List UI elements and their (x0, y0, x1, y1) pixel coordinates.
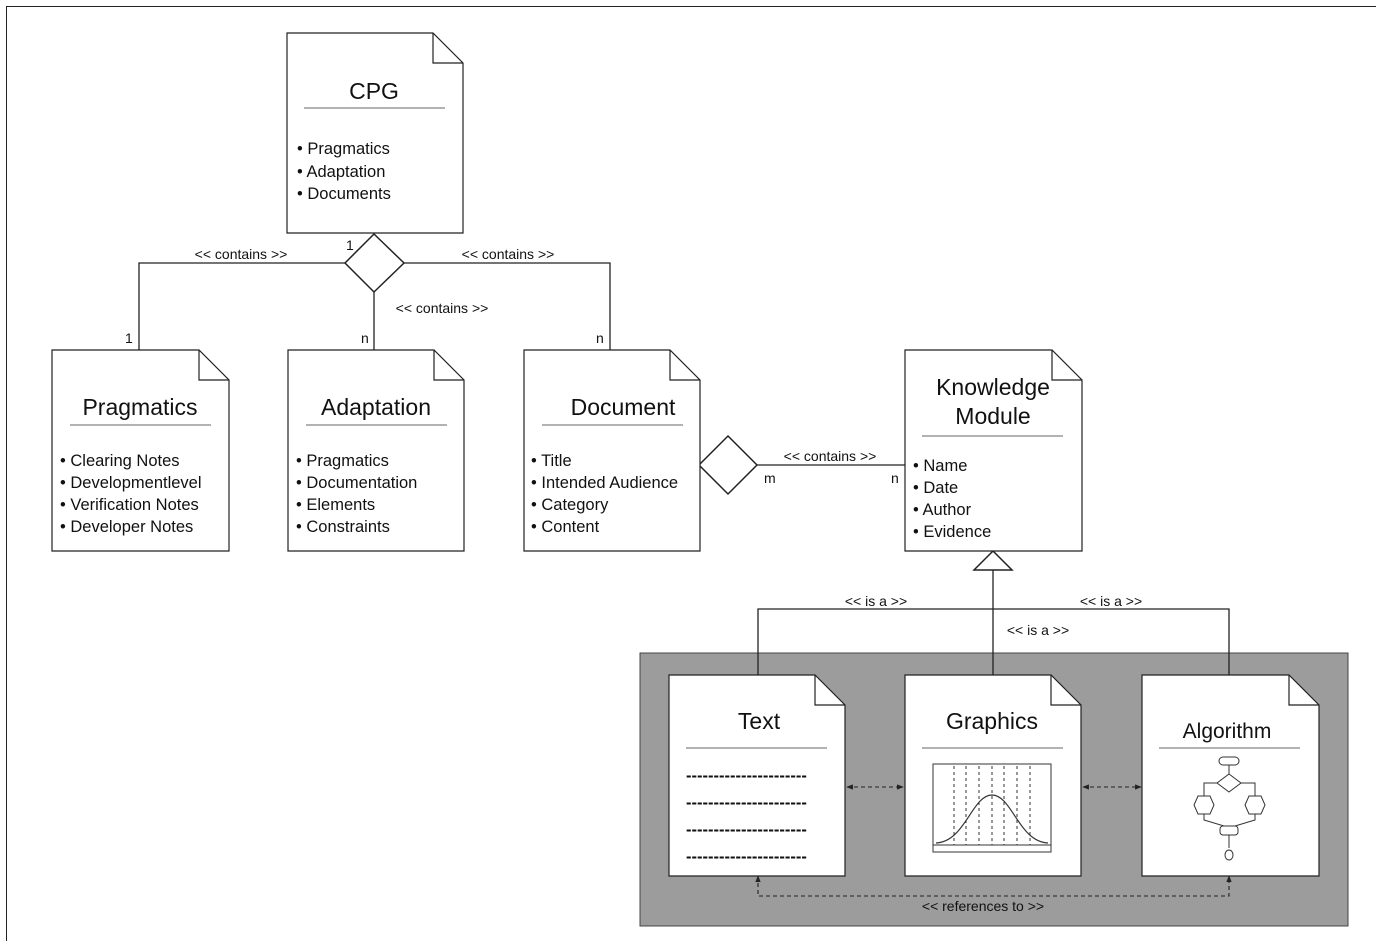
relation-label: << references to >> (922, 898, 1044, 914)
multiplicity: n (891, 470, 899, 486)
adaptation-attr: Pragmatics (306, 452, 389, 470)
cpg-attr: Pragmatics (307, 140, 390, 158)
bell-curve-icon (932, 763, 1052, 853)
relation-label: << contains >> (462, 246, 555, 262)
relation-label: << contains >> (195, 246, 288, 262)
cpg-box: CPG • Pragmatics • Adaptation • Document… (286, 32, 464, 234)
svg-text:• Documentation: • Documentation (296, 474, 417, 492)
svg-text:• Verification Notes: • Verification Notes (60, 496, 199, 514)
multiplicity: n (361, 330, 369, 346)
flowchart-icon (1193, 756, 1266, 861)
relation-label: << contains >> (784, 448, 877, 464)
svg-text:• Name: • Name (913, 457, 967, 475)
multiplicity: m (764, 470, 776, 486)
pragmatics-attr: Clearing Notes (70, 452, 179, 470)
text-title: Text (738, 708, 781, 734)
adaptation-attr: Elements (306, 496, 375, 514)
document-attr: Intended Audience (541, 474, 678, 492)
adaptation-box: Adaptation • Pragmatics • Documentation … (287, 349, 465, 552)
svg-text:• Pragmatics: • Pragmatics (296, 452, 389, 470)
knowledge-module-attr: Author (922, 501, 971, 519)
knowledge-module-attr: Name (923, 457, 967, 475)
svg-text:• Elements: • Elements (296, 496, 375, 514)
text-line: ---------------------- (686, 821, 807, 839)
pragmatics-attr: Developmentlevel (70, 474, 201, 492)
knowledge-module-title-line2: Module (955, 403, 1030, 429)
document-box: Document • Title • Intended Audience • C… (523, 349, 701, 552)
document-attr: Content (541, 518, 599, 536)
text-line: ---------------------- (686, 848, 807, 866)
algorithm-title: Algorithm (1183, 720, 1272, 743)
svg-text:• Category: • Category (531, 496, 609, 514)
multiplicity: 1 (125, 330, 133, 346)
svg-text:• Clearing Notes: • Clearing Notes (60, 452, 180, 470)
generalization-triangle (972, 549, 1014, 571)
document-title: Document (571, 394, 676, 420)
document-attr: Title (541, 452, 572, 470)
document-attr: Category (541, 496, 609, 514)
text-line: ---------------------- (686, 767, 807, 785)
svg-text:• Developmentlevel: • Developmentlevel (60, 474, 202, 492)
svg-text:• Evidence: • Evidence (913, 523, 991, 541)
svg-text:• Pragmatics: • Pragmatics (297, 140, 390, 158)
adaptation-attr: Constraints (306, 518, 389, 536)
svg-text:• Title: • Title (531, 452, 572, 470)
pragmatics-attr: Developer Notes (70, 518, 193, 536)
adaptation-attr: Documentation (306, 474, 417, 492)
text-box: Text ---------------------- ------------… (668, 674, 846, 877)
knowledge-module-title-line1: Knowledge (936, 374, 1050, 400)
cpg-attr: Documents (307, 185, 390, 203)
knowledge-module-box: Knowledge Module • Name • Date • Author … (904, 349, 1083, 552)
connectors (138, 262, 1230, 675)
multiplicity: n (596, 330, 604, 346)
diagram-frame (6, 6, 1376, 941)
svg-text:• Author: • Author (913, 501, 972, 519)
svg-text:• Constraints: • Constraints (296, 518, 390, 536)
cpg-title: CPG (349, 78, 399, 104)
knowledge-module-attr: Date (923, 479, 958, 497)
svg-text:• Developer Notes: • Developer Notes (60, 518, 193, 536)
text-line: ---------------------- (686, 794, 807, 812)
document-aggregation-diamond (697, 434, 759, 496)
algorithm-box: Algorithm (1141, 674, 1320, 877)
multiplicity: 1 (346, 237, 354, 253)
pragmatics-box: Pragmatics • Clearing Notes • Developmen… (51, 349, 230, 552)
graphics-title: Graphics (946, 708, 1038, 734)
relation-label: << is a >> (1080, 593, 1142, 609)
graphics-box: Graphics (904, 674, 1082, 877)
pragmatics-attr: Verification Notes (70, 496, 198, 514)
relation-label: << contains >> (396, 300, 489, 316)
svg-text:• Intended Audience: • Intended Audience (531, 474, 678, 492)
adaptation-title: Adaptation (321, 394, 431, 420)
svg-text:• Documents: • Documents (297, 185, 391, 203)
svg-text:• Content: • Content (531, 518, 600, 536)
dashed-dependencies (755, 784, 1232, 897)
pragmatics-title: Pragmatics (82, 394, 197, 420)
cpg-attr: Adaptation (306, 163, 385, 181)
cpg-aggregation-diamond (343, 232, 406, 294)
svg-text:• Date: • Date (913, 479, 958, 497)
relation-label: << is a >> (845, 593, 907, 609)
relation-label: << is a >> (1007, 622, 1069, 638)
knowledge-module-attr: Evidence (923, 523, 991, 541)
svg-text:• Adaptation: • Adaptation (297, 163, 385, 181)
